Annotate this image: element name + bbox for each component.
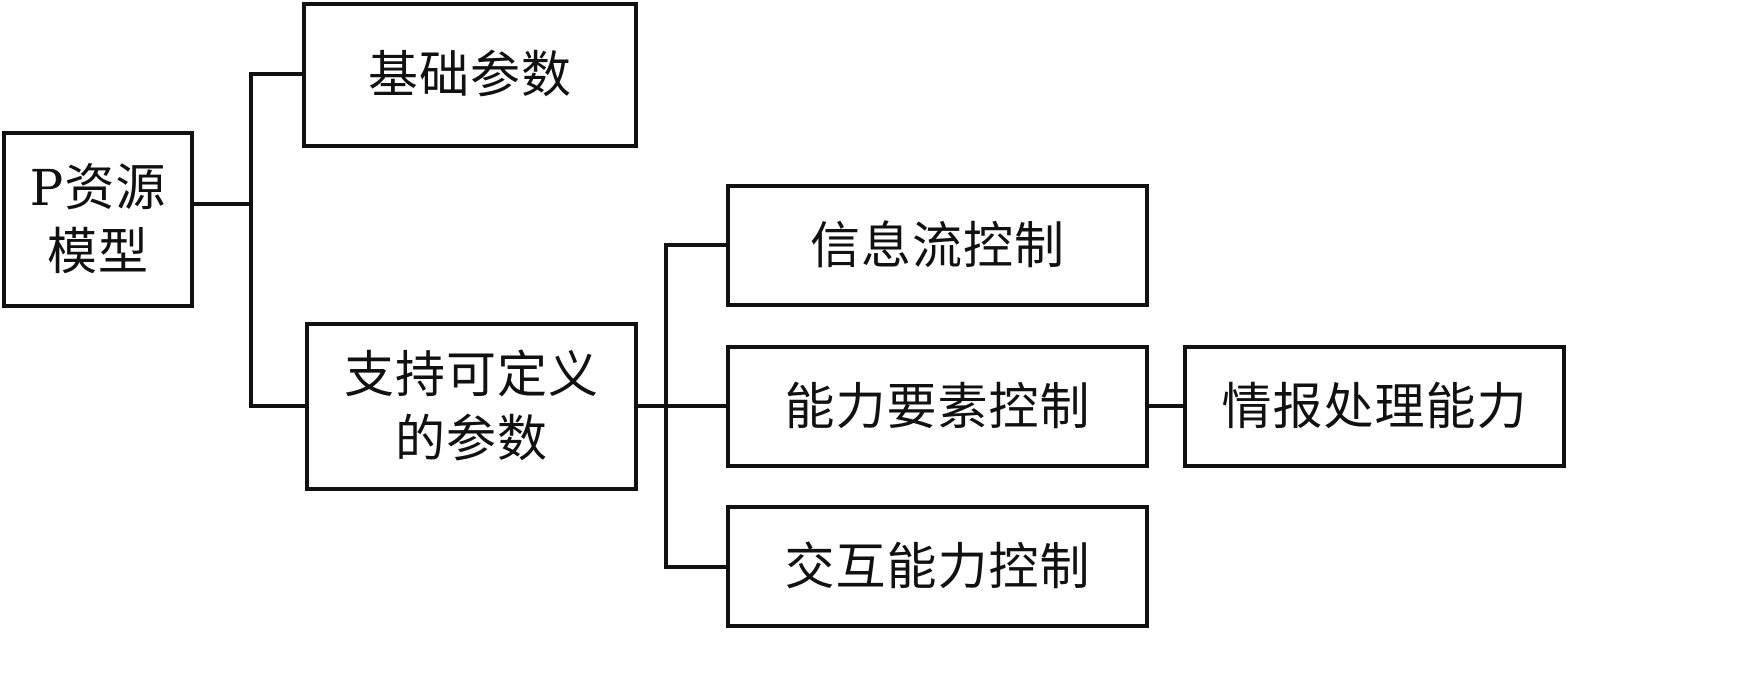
node-definable-parameters: 支持可定义 的参数 [305,322,638,491]
node-p-resource-model: P资源 模型 [2,131,194,308]
node-interaction-capability-control: 交互能力控制 [726,505,1149,628]
node-intelligence-processing-capability: 情报处理能力 [1183,345,1566,468]
node-label: 情报处理能力 [1221,377,1528,436]
node-capability-element-control: 能力要素控制 [726,345,1149,468]
node-information-flow-control: 信息流控制 [726,184,1149,307]
node-label: 交互能力控制 [784,537,1091,596]
node-label: 支持可定义 的参数 [344,345,599,468]
connector-lines [192,72,1187,569]
node-label: 信息流控制 [810,216,1065,275]
node-label: 能力要素控制 [784,377,1091,436]
node-basic-parameters: 基础参数 [302,2,638,148]
node-label: P资源 模型 [29,158,167,281]
node-label: 基础参数 [368,46,572,104]
